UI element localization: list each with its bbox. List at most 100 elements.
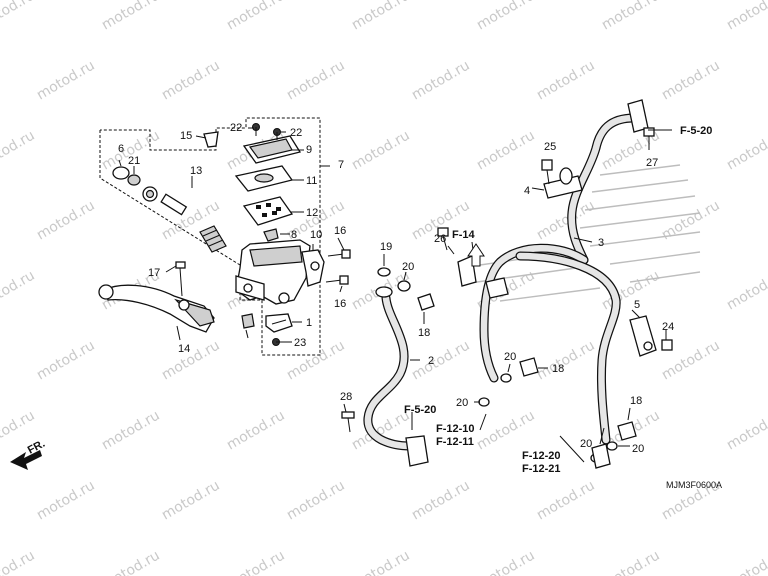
dust-cap xyxy=(112,166,130,180)
watermark-text: motod.ru xyxy=(99,0,163,33)
page-reference-label: F-12-20 xyxy=(522,450,561,462)
brake-hose-upper xyxy=(325,237,435,467)
banjo-bolt xyxy=(417,293,435,311)
sealing-washer xyxy=(500,373,512,383)
watermark-text: motod.ru xyxy=(474,127,538,173)
page-reference-label: F-12-11 xyxy=(436,436,474,448)
watermark-text: motod.ru xyxy=(349,547,413,576)
watermark-text: motod.ru xyxy=(724,127,768,173)
callout-number: 7 xyxy=(338,159,344,171)
watermark-text: motod.ru xyxy=(599,0,663,33)
callout-number: 10 xyxy=(310,229,322,241)
page-reference-label: F-5-20 xyxy=(680,125,712,137)
watermark-text: motod.ru xyxy=(534,57,598,103)
float-clip xyxy=(263,228,279,242)
watermark-text: motod.ru xyxy=(659,57,723,103)
watermark-text: motod.ru xyxy=(284,57,348,103)
callout-number: 18 xyxy=(552,363,564,375)
callout-number: 20 xyxy=(504,351,516,363)
master-cylinder-assembly xyxy=(98,117,330,356)
callout-number: 6 xyxy=(118,143,124,155)
watermark-text: motod.ru xyxy=(0,267,38,313)
watermark-text: motod.ru xyxy=(284,477,348,523)
watermark-text: motod.ru xyxy=(534,197,598,243)
diaphragm xyxy=(242,196,294,226)
hose-upper-fitting xyxy=(627,99,649,133)
page-reference-label: F-14 xyxy=(452,229,476,241)
page-reference-label: F-5-20 xyxy=(404,404,436,416)
callout-number: 4 xyxy=(524,185,530,197)
watermark-text: motod.ru xyxy=(159,477,223,523)
front-direction-label: FR. xyxy=(26,438,47,457)
watermark-text: motod.ru xyxy=(99,407,163,453)
watermark-text: motod.ru xyxy=(159,337,223,383)
callout-number: 20 xyxy=(632,443,644,455)
brake-hose-main xyxy=(411,99,673,469)
callout-number: 20 xyxy=(456,397,468,409)
circlip xyxy=(127,174,141,186)
watermark-text: motod.ru xyxy=(224,407,288,453)
page-reference-label: F-12-21 xyxy=(522,463,561,475)
watermark-text: motod.ru xyxy=(474,0,538,33)
watermark-text: motod.ru xyxy=(0,547,38,576)
callout-number: 14 xyxy=(178,343,190,355)
watermark-text: motod.ru xyxy=(34,337,98,383)
callout-number: 25 xyxy=(544,141,556,153)
reservoir-stopper xyxy=(203,131,219,148)
watermark-text: motod.ru xyxy=(724,0,768,33)
reservoir-opening xyxy=(249,245,303,267)
diagram-code: MJM3F0600A xyxy=(666,480,722,490)
banjo-fitting-upper xyxy=(375,286,393,298)
front-direction-arrow xyxy=(10,450,42,470)
switch-screw xyxy=(272,338,284,346)
watermark-text: motod.ru xyxy=(99,547,163,576)
callout-number: 16 xyxy=(334,225,346,237)
pivot-bolt xyxy=(175,261,186,297)
sealing-washer xyxy=(478,397,490,407)
hose-joint xyxy=(405,435,429,467)
page-reference-label: F-12-10 xyxy=(436,423,475,435)
callout-number: 15 xyxy=(180,130,192,142)
watermark-text: motod.ru xyxy=(159,57,223,103)
watermark-text: motod.ru xyxy=(34,197,98,243)
sealing-washer xyxy=(397,280,411,292)
sealing-washer xyxy=(377,267,391,277)
watermark-text: motod.ru xyxy=(534,477,598,523)
callout-number: 20 xyxy=(402,261,414,273)
callout-number: 13 xyxy=(190,165,202,177)
pipe-joint xyxy=(485,277,509,299)
piston-set xyxy=(142,186,227,253)
callout-number: 2 xyxy=(428,355,434,367)
callout-number: 5 xyxy=(634,299,640,311)
mc-bolt-upper xyxy=(327,249,351,259)
watermark-text: motod.ru xyxy=(534,337,598,383)
callout-number: 18 xyxy=(418,327,430,339)
callout-number: 3 xyxy=(598,237,604,249)
mount-hole xyxy=(243,283,253,293)
watermark-text: motod.ru xyxy=(409,57,473,103)
callout-number: 21 xyxy=(128,155,140,167)
caliper-banjo xyxy=(591,443,611,469)
watermark-text: motod.ru xyxy=(0,0,38,33)
callout-number: 26 xyxy=(434,233,446,245)
brake-light-switch xyxy=(265,313,293,333)
hose-bolt-27 xyxy=(643,127,655,150)
callout-number: 12 xyxy=(306,207,318,219)
sealing-washer xyxy=(606,441,618,451)
watermark-text: motod.ru xyxy=(34,477,98,523)
watermark-text: motod.ru xyxy=(724,407,768,453)
callout-number: 18 xyxy=(630,395,642,407)
bracket-bolt-24 xyxy=(661,339,673,351)
callout-number: 28 xyxy=(340,391,352,403)
callout-number: 23 xyxy=(294,337,306,349)
callout-number: 11 xyxy=(306,175,317,187)
callout-number: 22 xyxy=(290,127,302,139)
cap-screw-left xyxy=(252,123,260,136)
reference-arrow-up xyxy=(467,243,485,267)
watermark-text: motod.ru xyxy=(409,477,473,523)
watermark-text: motod.ru xyxy=(724,267,768,313)
banjo-bolt-right-1 xyxy=(519,357,539,377)
watermark-text: motod.ru xyxy=(34,57,98,103)
